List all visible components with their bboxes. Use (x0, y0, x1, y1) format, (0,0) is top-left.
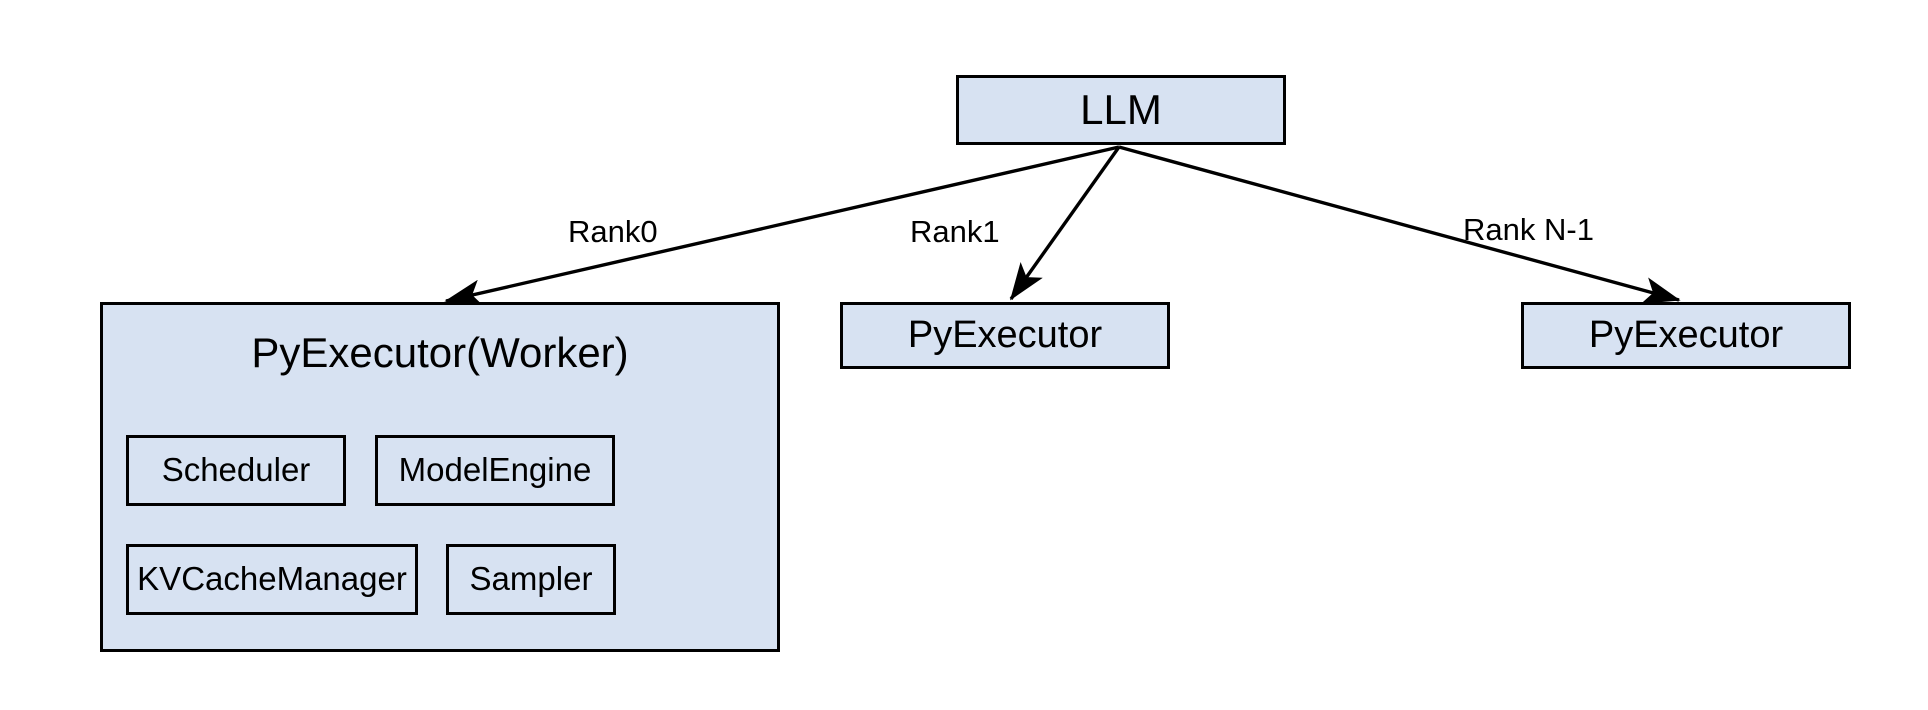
node-llm[interactable]: LLM (956, 75, 1286, 145)
edge-llm-to-pyexecutor-rankn (1118, 145, 1681, 304)
edge-label-rank0: Rank0 (568, 214, 658, 249)
edge-label-rank1: Rank1 (910, 214, 1000, 249)
edge-llm-to-pyexecutor-rank1 (1009, 146, 1121, 301)
edge-llm-to-worker (444, 145, 1120, 307)
node-sampler[interactable]: Sampler (446, 544, 616, 615)
node-kv-cache-manager[interactable]: KVCacheManager (126, 544, 418, 615)
node-pyexecutor-worker-title: PyExecutor(Worker) (251, 329, 629, 376)
node-pyexecutor-rank-n-1[interactable]: PyExecutor (1521, 302, 1851, 369)
node-scheduler[interactable]: Scheduler (126, 435, 346, 506)
node-pyexecutor-worker[interactable]: PyExecutor(Worker) Scheduler ModelEngine… (100, 302, 780, 652)
edge-label-rank-n-1: Rank N-1 (1463, 212, 1594, 247)
node-pyexecutor-rank1[interactable]: PyExecutor (840, 302, 1170, 369)
node-model-engine[interactable]: ModelEngine (375, 435, 615, 506)
